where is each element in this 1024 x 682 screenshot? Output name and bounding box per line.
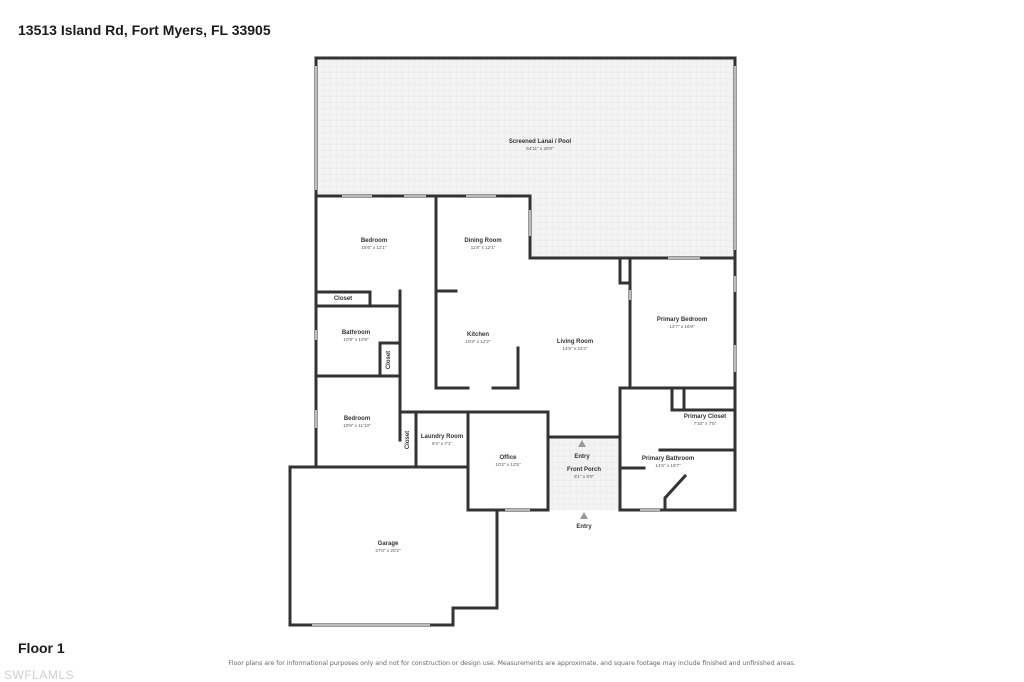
kitchen-label: Kitchen [467,332,489,338]
lanai-dims: 54'11" x 26'0" [526,146,554,151]
primary-bath-dims: 14'6" x 15'7" [655,463,681,468]
primary-bedroom-label: Primary Bedroom [657,317,707,323]
entry-arrow-outer-icon [580,512,588,519]
living-label: Living Room [557,339,593,345]
closet2-label: Closet [386,351,392,369]
entry-arrow-inner-icon [578,440,586,447]
living-dims: 14'5" x 23'4" [562,346,588,351]
primary-closet-dims: 7'10" x 7'5" [694,421,717,426]
primary-closet-label: Primary Closet [684,414,726,420]
office-label: Office [499,455,517,461]
primary-bedroom-dims: 14'7" x 16'9" [669,324,695,329]
lanai-label: Screened Lanai / Pool [509,139,572,145]
closet1-label: Closet [334,296,352,302]
disclaimer-text: Floor plans are for informational purpos… [228,660,796,667]
closet3-label: Closet [405,431,411,449]
bedroom1-dims: 15'6" x 12'1" [361,245,387,250]
entry-inner-label: Entry [574,454,590,460]
porch-area [548,437,620,510]
lanai-extension [530,196,735,258]
bedroom2-label: Bedroom [344,416,370,422]
dining-dims: 11'8" x 12'1" [471,245,496,250]
entry-outer-label: Entry [576,524,592,530]
property-address: 13513 Island Rd, Fort Myers, FL 33905 [18,22,271,38]
garage-label: Garage [378,541,399,547]
primary-bath-label: Primary Bathroom [642,456,694,462]
bedroom2-dims: 10'9" x 11'10" [343,423,371,428]
porch-label: Front Porch [567,467,601,473]
garage-dims: 27'0" x 20'2" [375,548,401,553]
porch-dims: 9'1" x 9'0" [574,474,594,479]
dining-label: Dining Room [464,238,501,244]
office-dims: 10'2" x 12'5" [495,462,521,467]
kitchen-dims: 10'3" x 12'2" [465,339,491,344]
watermark: SWFLAMLS [4,668,75,682]
laundry-dims: 6'4" x 7'1" [432,441,452,446]
bedroom1-label: Bedroom [361,238,387,244]
bathroom-label: Bathroom [342,330,370,336]
laundry-label: Laundry Room [421,434,463,440]
windows [315,195,736,511]
lanai-area [316,58,735,196]
floor-label: Floor 1 [18,640,65,656]
bathroom-dims: 10'9" x 10'9" [343,337,369,342]
